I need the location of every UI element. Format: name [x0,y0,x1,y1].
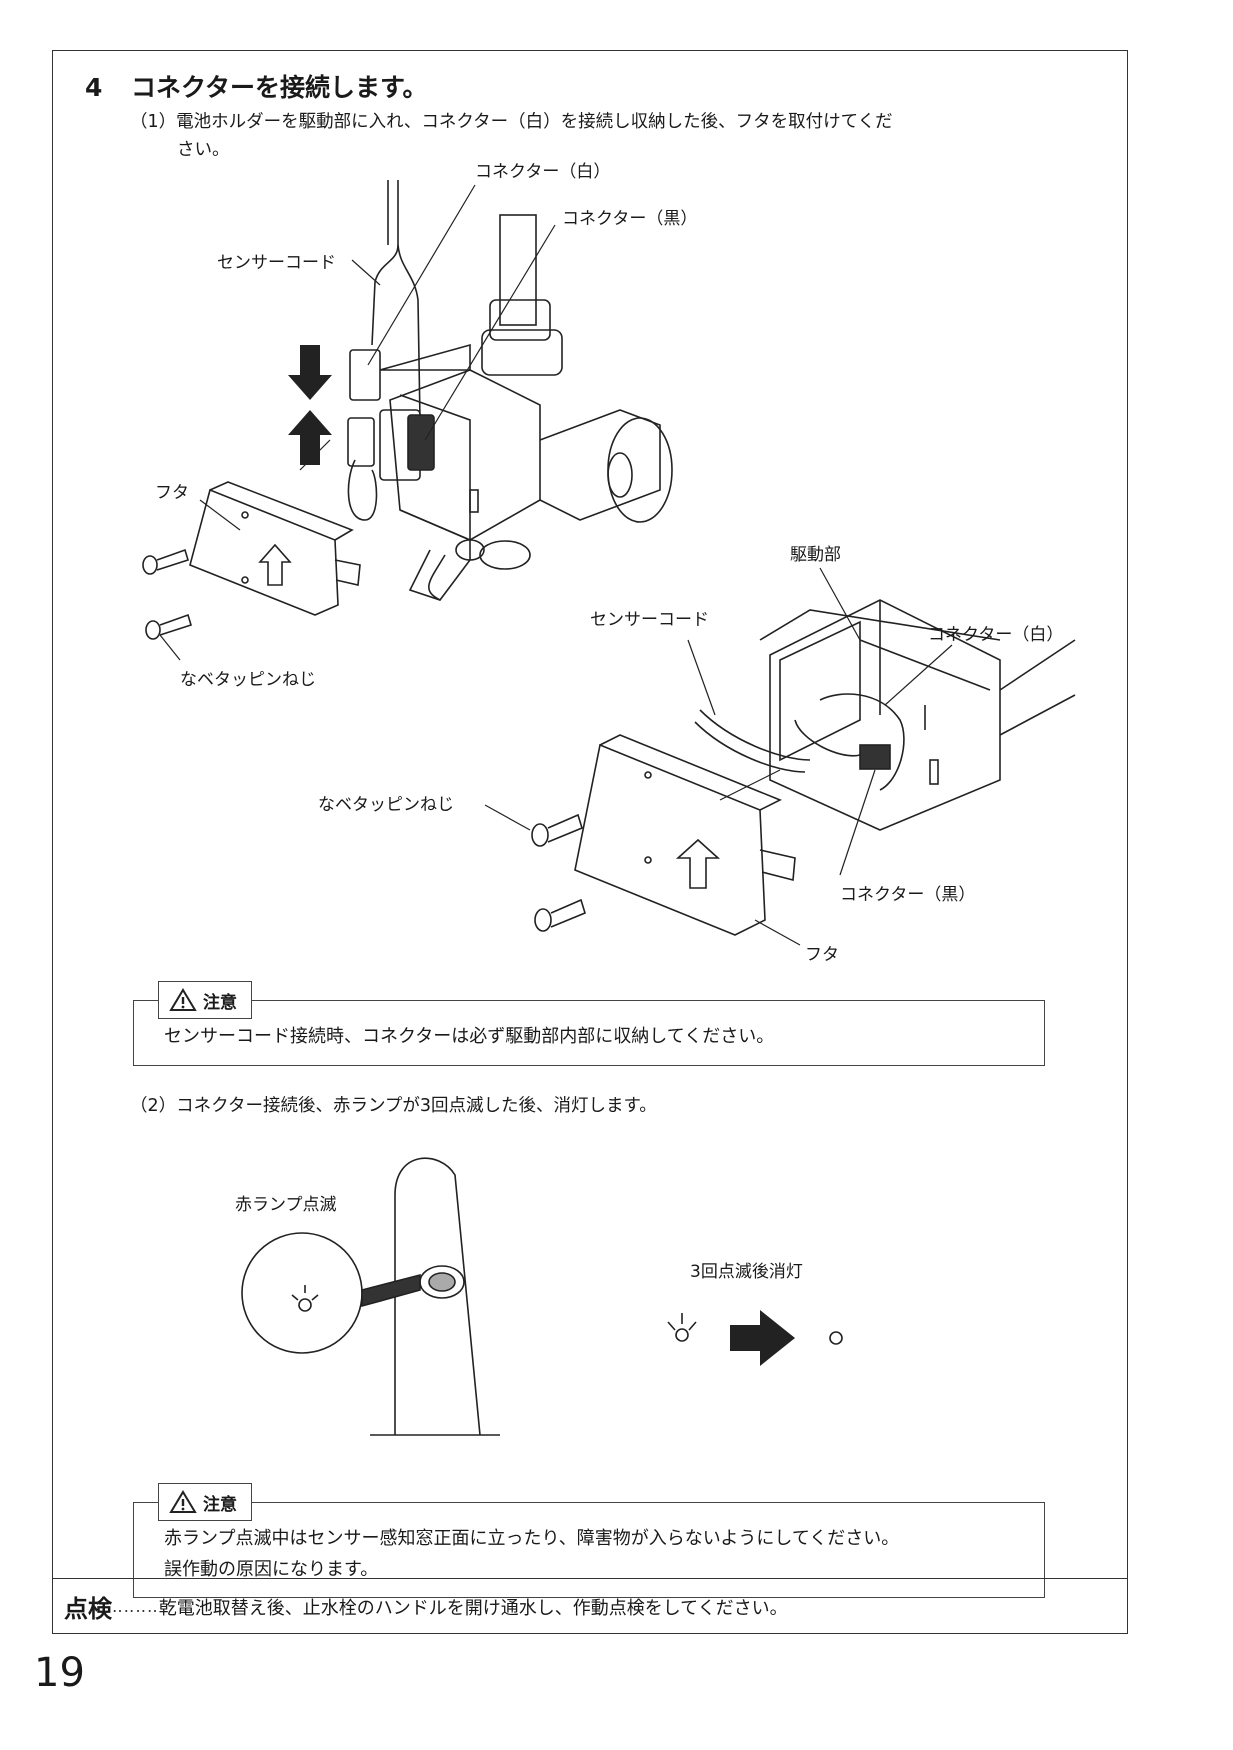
inspection-title: 点検 [64,1595,112,1623]
warning-icon [169,988,197,1011]
sub1-line1: 電池ホルダーを駆動部に入れ、コネクター（白）を接続し収納した後、フタを取付けてく… [176,112,893,132]
sub-instruction-2: （2）コネクター接続後、赤ランプが3回点滅した後、消灯します。 [130,1092,657,1120]
leader-lines-1 [159,184,556,661]
inspection-dots: ‥‥‥‥ [112,1597,159,1616]
caution-tab-label-1: 注意 [203,992,237,1013]
fig2-connector-black-label: コネクター（黒） [840,885,976,905]
caution2-line2: 誤作動の原因になります。 [164,1559,379,1580]
fig1-screw-label: なベタッピンねじ [180,670,316,690]
caution-text-2: 赤ランプ点滅中はセンサー感知窓正面に立ったり、障害物が入らないようにしてください… [134,1503,1044,1585]
page-frame [52,50,1128,1634]
fig2-connector-white-label: コネクター（白） [928,625,1064,645]
arrow-icons [288,345,332,465]
cover-drawing-2 [574,734,796,936]
sub1-marker: （1） [130,112,177,132]
sub1-line2: さい。 [177,140,230,160]
drive-unit-drawing [759,599,1076,831]
sensor-cord-drawing-2 [694,709,811,773]
page-number: 19 [34,1650,85,1696]
inspection-row: 点検 ‥‥‥‥ 乾電池取替え後、止水栓のハンドルを開け通水し、作動点検をしてくだ… [52,1578,1128,1634]
sensor-cord-drawing [347,180,435,521]
faucet-valve-drawing [379,214,673,601]
sub2-marker: （2） [130,1096,177,1116]
inspection-text: 乾電池取替え後、止水栓のハンドルを開け通水し、作動点検をしてください。 [158,1597,788,1619]
caution-tab-2: 注意 [158,1483,252,1521]
caution-text-1: センサーコード接続時、コネクターは必ず駆動部内部に収納してください。 [164,1026,775,1047]
caution2-line1: 赤ランプ点滅中はセンサー感知窓正面に立ったり、障害物が入らないようにしてください… [164,1528,900,1549]
screw-drawing-2 [531,813,586,932]
sub-instruction-1: （1）電池ホルダーを駆動部に入れ、コネクター（白）を接続し収納した後、フタを取付… [130,108,893,164]
caution-box-2: 注意 赤ランプ点滅中はセンサー感知窓正面に立ったり、障害物が入らないようにしてく… [133,1483,1045,1598]
cover-drawing-1 [189,481,361,616]
fig2-screw-label: なベタッピンねじ [318,795,454,815]
step-title: コネクターを接続します。 [131,73,428,102]
fig1-connector-black-label: コネクター（黒） [562,209,698,229]
fig2-drive-unit-label: 駆動部 [790,545,841,565]
caution-tab-1: 注意 [158,981,252,1019]
fig3-lamp-label: 赤ランプ点滅 [235,1195,337,1215]
leader-lines-2 [484,567,953,946]
fig1-connector-white-label: コネクター（白） [475,162,611,182]
fig2-cover-label: フタ [805,945,839,965]
fig1-cover-label: フタ [155,483,189,503]
warning-icon [169,1490,197,1513]
caution-box-1: 注意 センサーコード接続時、コネクターは必ず駆動部内部に収納してください。 [133,981,1045,1066]
screw-drawing-1 [142,548,192,640]
fig3-result-label: 3回点滅後消灯 [690,1262,803,1282]
fig2-sensor-cord-label: センサーコード [590,610,709,630]
spout-drawing [241,1157,500,1436]
step-heading: 4 コネクターを接続します。 [85,68,428,104]
lamp-sequence-drawing [667,1310,843,1366]
sub2-text: コネクター接続後、赤ランプが3回点滅した後、消灯します。 [176,1096,657,1116]
caution-tab-label-2: 注意 [203,1494,237,1515]
step-number: 4 [85,73,103,102]
fig1-sensor-cord-label: センサーコード [217,253,336,273]
